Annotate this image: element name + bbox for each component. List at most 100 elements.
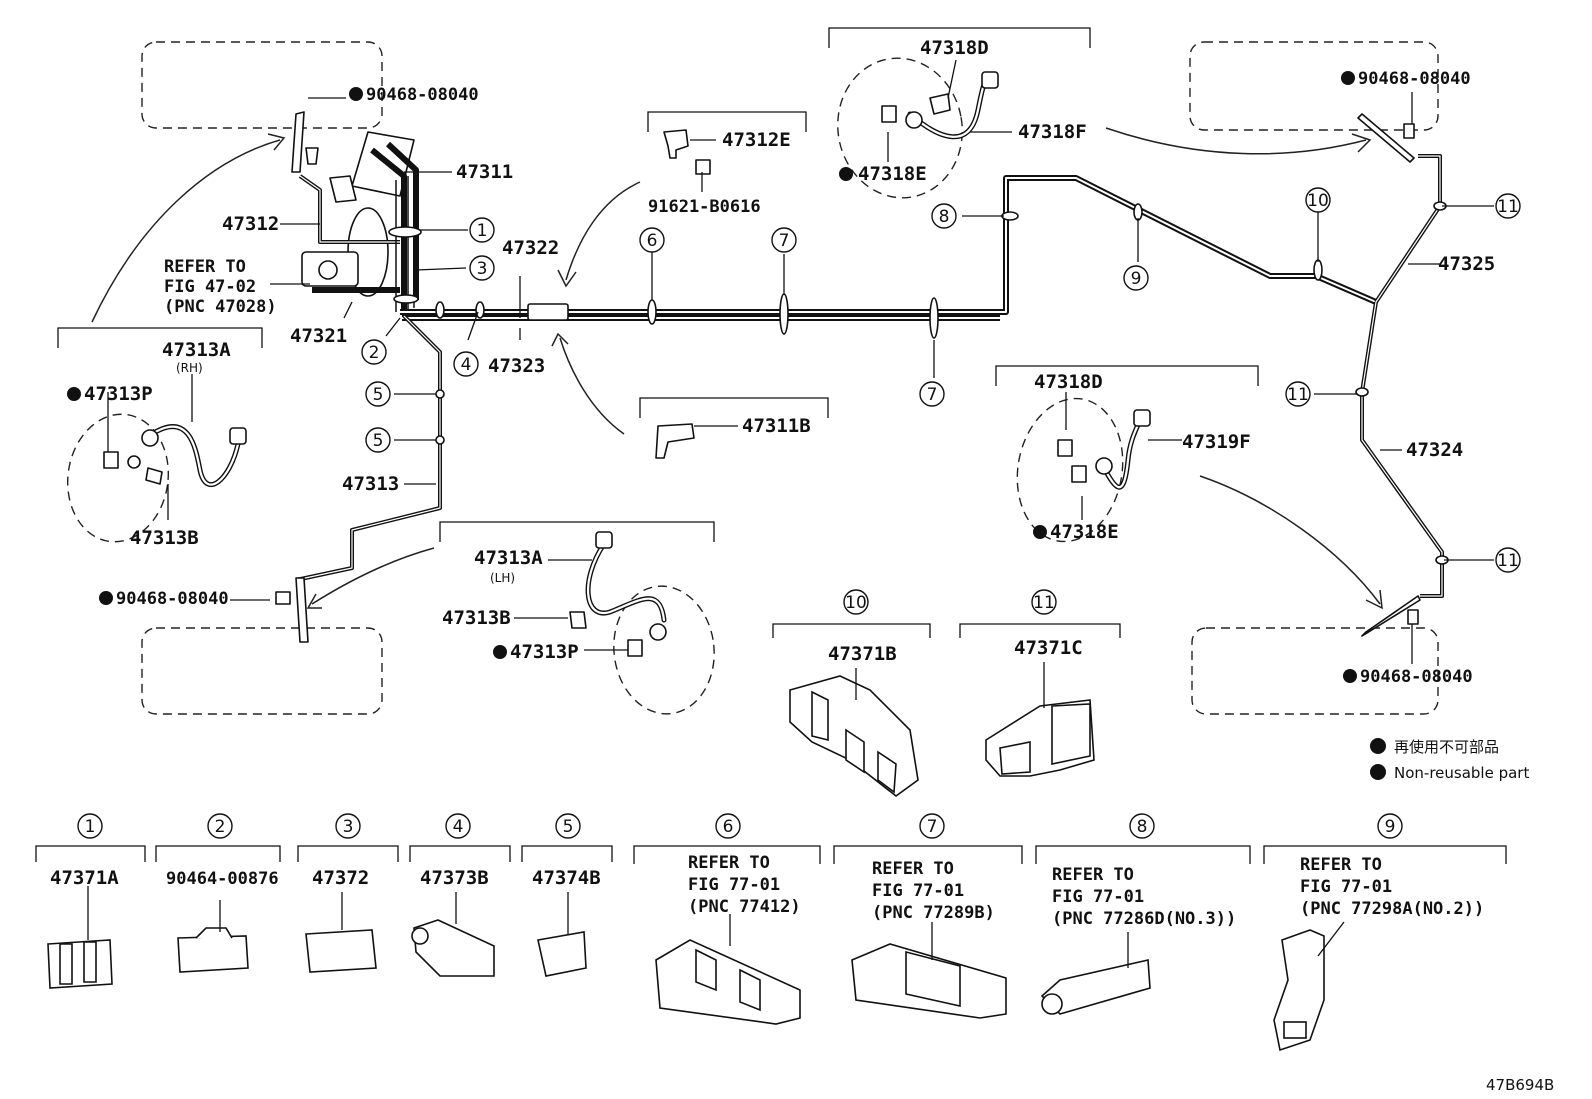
svg-text:5: 5 [563,817,574,837]
clip-47371c [985,699,1095,777]
label-top-left-bolt: 90468-08040 [366,85,479,105]
svg-text:3: 3 [477,259,488,279]
label-47312e: 47312E [722,129,791,151]
label-47321: 47321 [290,325,347,347]
bottom-item-1: 1 47371A [50,813,119,889]
svg-text:8: 8 [1137,817,1148,837]
label-47313p-lh: 47313P [510,641,579,663]
frame-box-top-right [1189,41,1439,131]
label-47318d-mid: 47318D [1034,371,1103,393]
callout-9: 9 [1123,265,1149,291]
label-bottom-right-bolt: 90468-08040 [1360,667,1473,687]
svg-text:2: 2 [215,817,226,837]
svg-text:11: 11 [1033,593,1055,613]
bottom-clip-illustrations [47,919,1325,1052]
svg-text:REFER TO: REFER TO [872,859,954,879]
bracket-47311b [655,423,695,459]
label-47313: 47313 [342,473,399,495]
bottom-item-6: 6 REFER TO FIG 77-01 (PNC 77412) [688,813,801,917]
svg-text:(PNC 77298A(NO.2)): (PNC 77298A(NO.2)) [1300,899,1484,919]
callout-4: 4 [453,351,479,377]
svg-text:47372: 47372 [312,867,369,889]
label-47324: 47324 [1406,439,1463,461]
label-47322: 47322 [502,237,559,259]
callout-11-group: 11 [1031,589,1057,615]
label-refer-line2: FIG 47-02 [164,277,256,297]
bottom-item-7: 7 REFER TO FIG 77-01 (PNC 77289B) [872,813,995,923]
callout-6: 6 [639,227,665,253]
svg-text:6: 6 [647,231,658,251]
callout-8: 8 [931,203,957,229]
svg-text:4: 4 [461,355,472,375]
label-47325: 47325 [1438,253,1495,275]
label-47311b: 47311B [742,415,811,437]
svg-text:11: 11 [1497,197,1519,217]
hose-lh-47313a [569,531,715,715]
label-top-right-bolt: 90468-08040 [1358,69,1471,89]
label-47313b-lh: 47313B [442,607,511,629]
svg-text:2: 2 [369,343,380,363]
non-reusable-dots [67,71,1386,780]
label-refer-line1: REFER TO [164,257,246,277]
callout-10-group: 10 [843,589,869,615]
svg-text:47374B: 47374B [532,867,601,889]
bottom-item-4: 4 47373B [420,813,489,889]
master-cylinder-assembly [298,131,422,314]
legend-english: Non-reusable part [1394,764,1529,782]
label-refer-line3: (PNC 47028) [164,297,277,317]
svg-text:(PNC 77289B): (PNC 77289B) [872,903,995,923]
svg-text:90464-00876: 90464-00876 [166,869,279,889]
bottom-item-8: 8 REFER TO FIG 77-01 (PNC 77286D(NO.3)) [1052,813,1236,929]
frame-box-bottom-left [141,627,383,715]
label-47371b: 47371B [828,643,897,665]
label-47313p-rh: 47313P [84,383,153,405]
svg-text:47371A: 47371A [50,867,119,889]
svg-text:9: 9 [1131,269,1142,289]
label-47318e-mid: 47318E [1050,521,1119,543]
svg-text:10: 10 [1307,191,1329,211]
group-brackets [35,27,1507,864]
label-47323: 47323 [488,355,545,377]
callout-circles: 1 3 2 4 5 5 6 7 7 8 9 10 11 11 11 10 11 [361,187,1521,615]
frame-box-top-left [141,41,383,129]
label-91621-b0616: 91621-B0616 [648,197,761,217]
hose-rear-47318f [837,57,999,199]
brake-tube-47325-47324 [1355,154,1449,598]
svg-text:1: 1 [477,221,488,241]
label-47318e-top: 47318E [858,163,927,185]
bottom-row: 1 47371A 2 90464-00876 3 47372 4 47373B … [50,813,1484,929]
label-47319f: 47319F [1182,431,1251,453]
svg-text:5: 5 [373,431,384,451]
svg-text:10: 10 [845,593,867,613]
svg-text:7: 7 [779,231,790,251]
callout-5b: 5 [365,427,391,453]
svg-text:7: 7 [927,817,938,837]
callout-7b: 7 [919,381,945,407]
figure-id: 47B694B [1486,1076,1554,1094]
legend: 再使用不可部品 Non-reusable part [1394,738,1529,782]
bottom-item-5: 5 47374B [532,813,601,889]
flow-arrows [91,127,1383,610]
label-rh: (RH) [176,361,203,375]
legend-japanese: 再使用不可部品 [1394,738,1499,756]
label-47313a-rh: 47313A [162,339,231,361]
part-labels: 90468-08040 47311 47312 REFER TO FIG 47-… [84,37,1495,687]
svg-text:1: 1 [85,817,96,837]
wheel-pins [275,111,1421,643]
svg-text:FIG 77-01: FIG 77-01 [688,875,780,895]
hose-rear-47319f [1016,397,1151,543]
svg-text:FIG 77-01: FIG 77-01 [872,881,964,901]
callout-2: 2 [361,339,387,365]
label-47311: 47311 [456,161,513,183]
callout-1: 1 [469,217,495,243]
label-47318f: 47318F [1018,121,1087,143]
label-47312: 47312 [222,213,279,235]
callout-7a: 7 [771,227,797,253]
callout-11b: 11 [1285,381,1311,407]
svg-text:47373B: 47373B [420,867,489,889]
bottom-item-9: 9 REFER TO FIG 77-01 (PNC 77298A(NO.2)) [1300,813,1484,919]
svg-text:REFER TO: REFER TO [1300,855,1382,875]
bracket-47312e [663,129,711,175]
bottom-item-3: 3 47372 [312,813,369,889]
svg-text:FIG 77-01: FIG 77-01 [1300,877,1392,897]
